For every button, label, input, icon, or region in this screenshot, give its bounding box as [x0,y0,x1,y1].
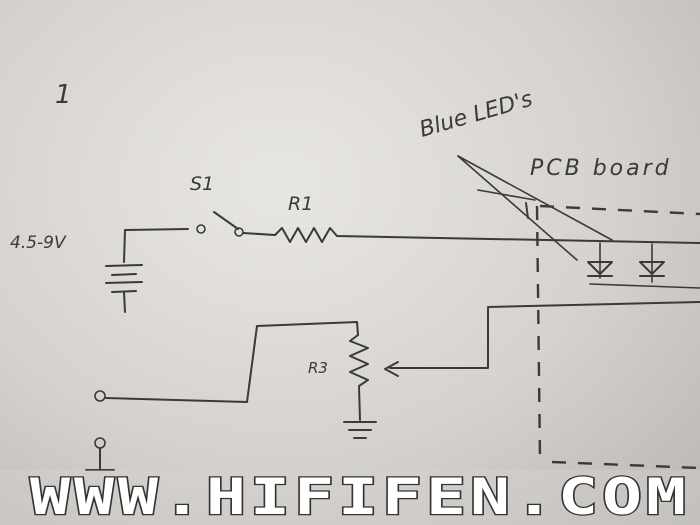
potentiometer-r3-symbol [343,334,377,439]
output-wiring [94,301,700,403]
potentiometer-r3-label: R3 [308,359,328,377]
led-pointer-lines [457,155,613,261]
pcb-boundary [535,204,700,470]
blue-led-diodes [587,242,700,289]
pcb-tick-mark [525,202,529,219]
pcb-board-label: PCB board [530,156,672,181]
switch-s1-label: S1 [190,173,214,195]
resistor-r1-symbol [274,227,700,244]
watermark-text: WWW.HIFIFEN.COM [30,468,690,525]
blue-leds-label: Blue LED's [417,87,536,143]
battery-voltage-label: 4.5-9V [10,233,67,253]
switch-s1-symbol [196,211,276,237]
page-number: 1 [55,80,72,110]
ground-terminal [85,437,115,471]
watermark-band [0,470,700,525]
resistor-r1-label: R1 [288,193,313,215]
battery-symbol [105,228,189,313]
